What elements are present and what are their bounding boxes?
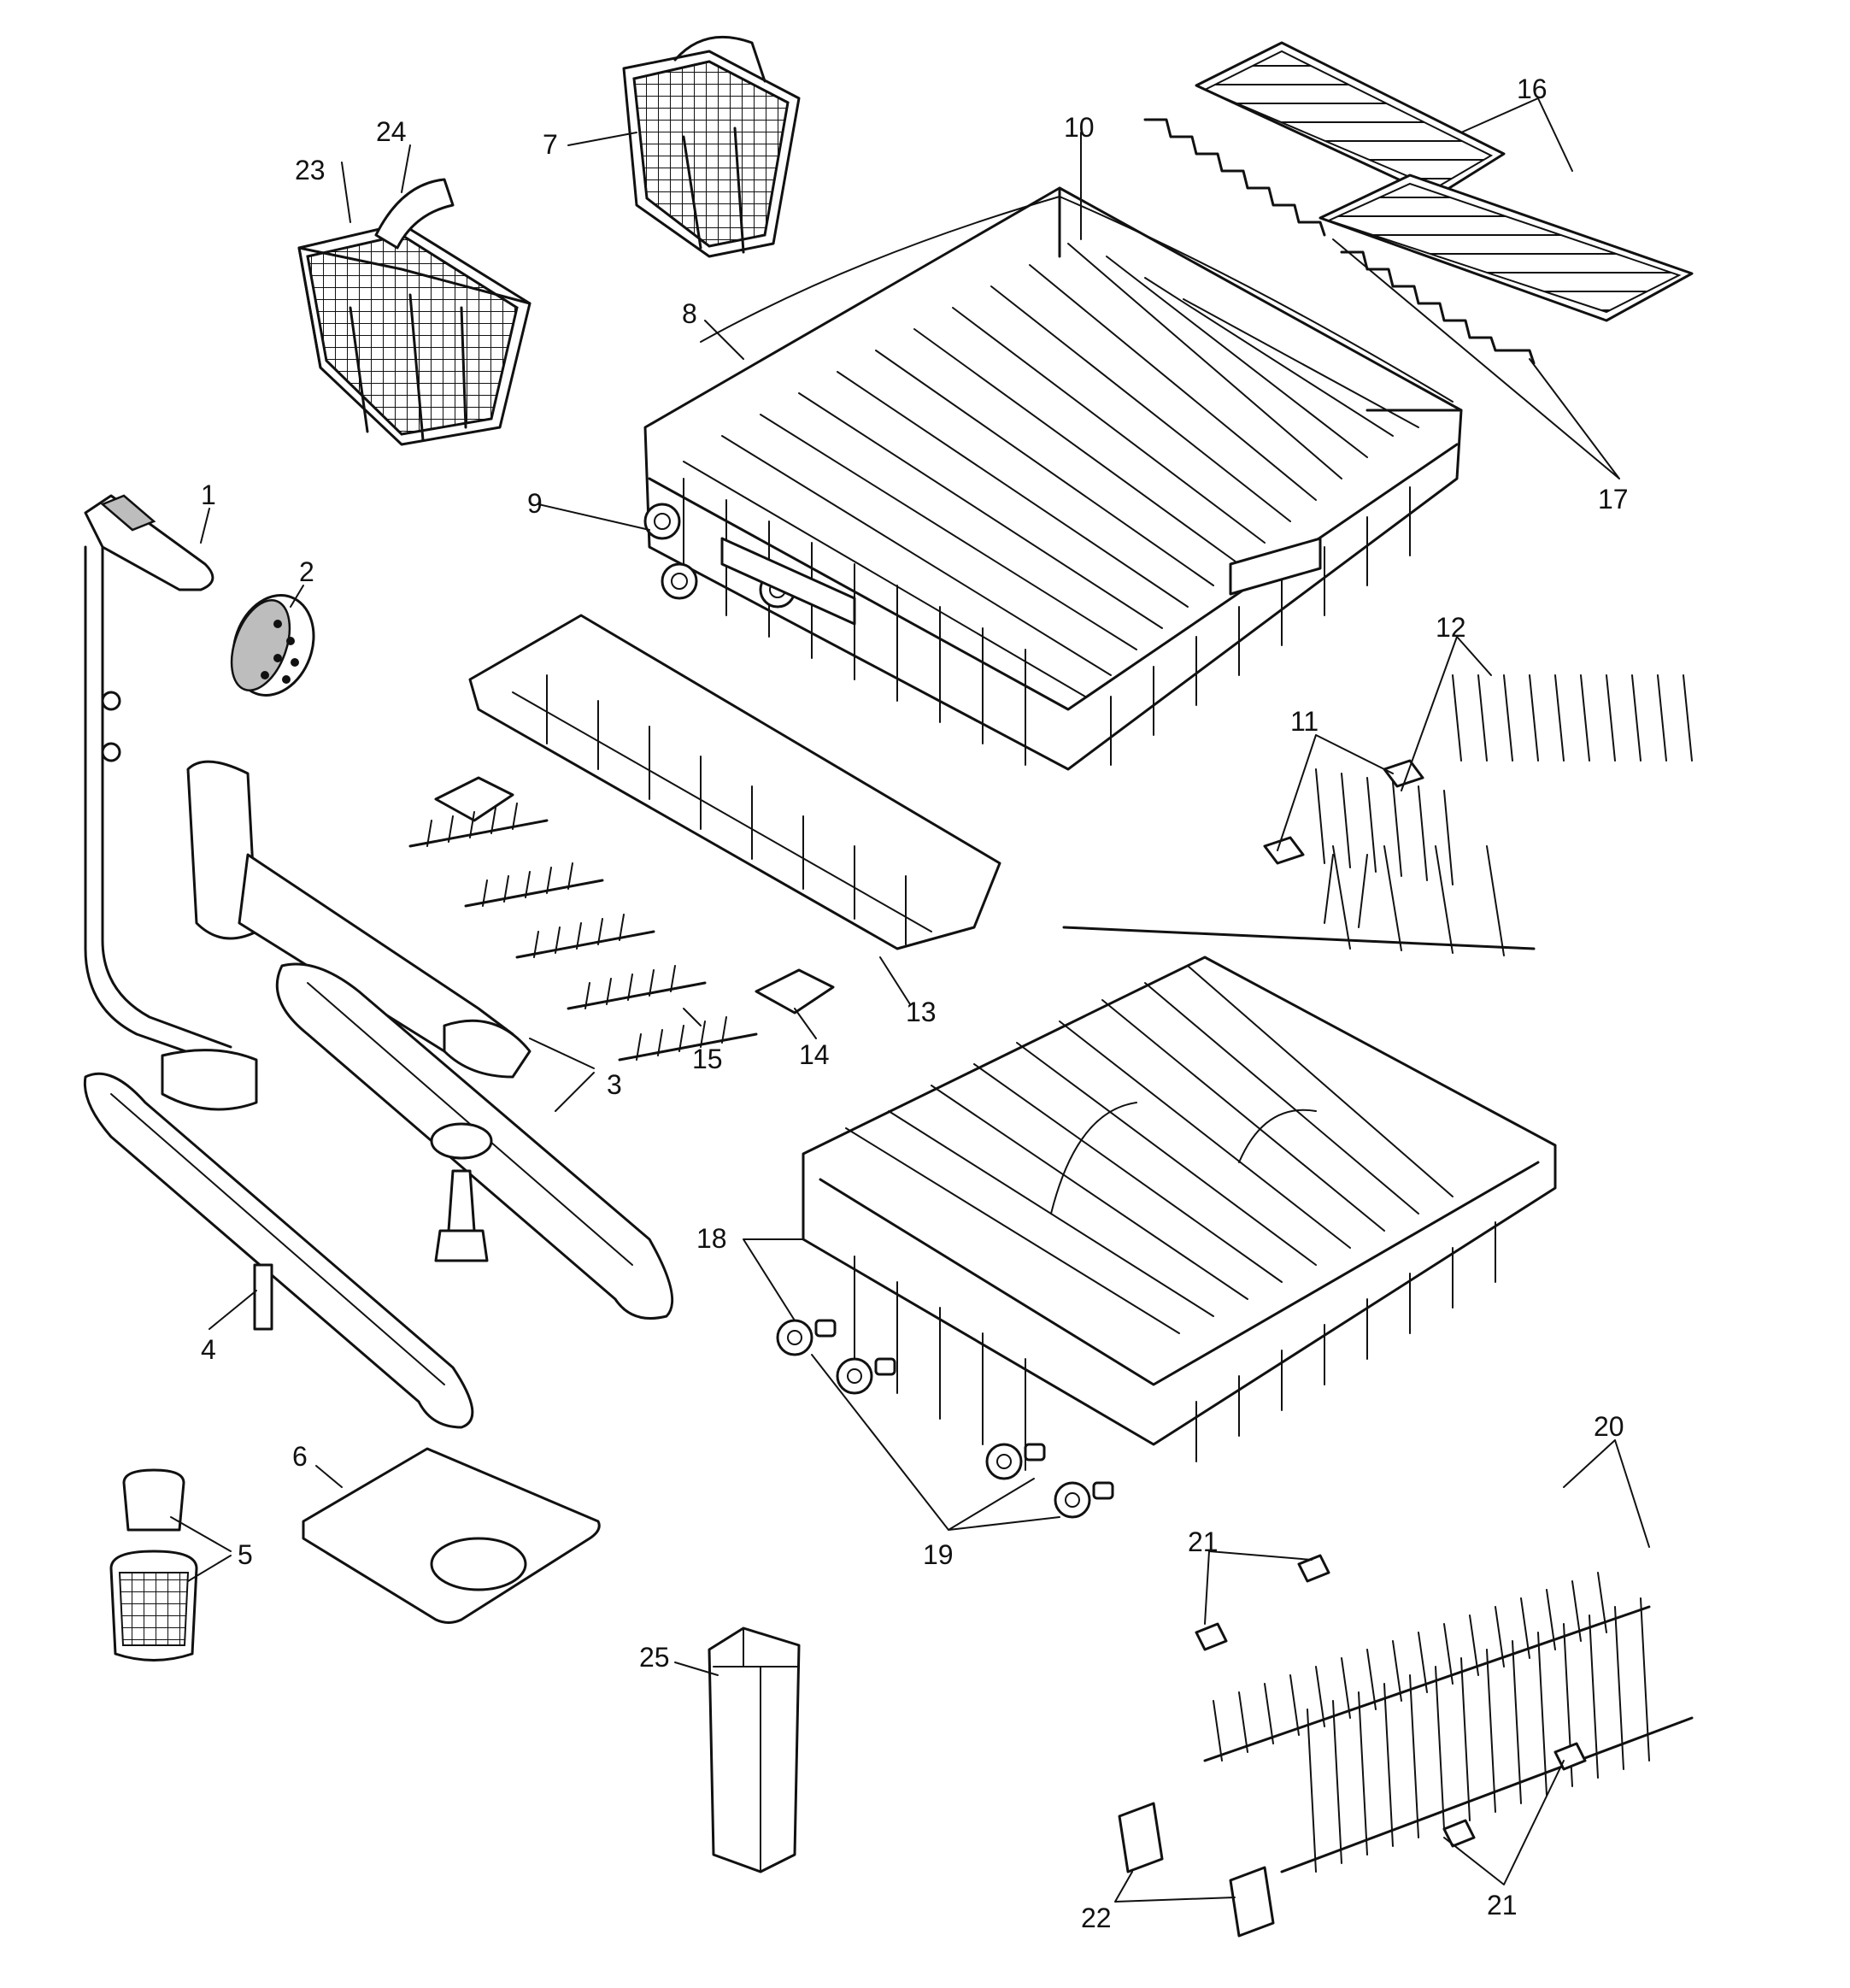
- middle-spray-arm-manifold: [186, 760, 532, 1079]
- callout-13: 13: [906, 997, 937, 1027]
- callout-2: 2: [299, 556, 314, 587]
- callout-19: 19: [923, 1539, 954, 1570]
- callout-21-upper: 21: [1188, 1526, 1219, 1557]
- silverware-basket: [297, 178, 532, 446]
- filter-disc: [230, 594, 315, 697]
- callout-6: 6: [292, 1441, 308, 1472]
- callout-3: 3: [607, 1069, 622, 1100]
- rack-wheels: [776, 1319, 1091, 1519]
- comb-rows: [408, 803, 758, 1062]
- cup-shelf: [468, 614, 1001, 950]
- upper-rack: [643, 186, 1463, 771]
- wheel-axles: [814, 1319, 1114, 1500]
- sump-plate: [302, 1447, 601, 1624]
- tine-clips: [1195, 1554, 1587, 1848]
- callout-16: 16: [1517, 74, 1548, 104]
- small-silverware-basket: [622, 35, 801, 258]
- callout-5: 5: [238, 1539, 253, 1570]
- lower-rack: [802, 956, 1557, 1471]
- callout-17: 17: [1598, 484, 1629, 515]
- callout-15: 15: [692, 1044, 723, 1074]
- supply-tube: [84, 494, 258, 1111]
- callout-10: 10: [1064, 112, 1095, 143]
- tine-strips: [1143, 118, 1536, 365]
- callout-labels: 1 2 3 4 5 6 7 8 9 10 11 12 13 14 15 16 1…: [201, 74, 1629, 1933]
- callout-23: 23: [295, 155, 326, 185]
- callout-7: 7: [543, 129, 558, 160]
- tine-brackets: [1118, 1802, 1275, 1938]
- callout-8: 8: [682, 298, 697, 329]
- callout-1: 1: [201, 479, 216, 510]
- callout-24: 24: [376, 116, 407, 147]
- square-column: [708, 1626, 801, 1873]
- fold-down-tines-lower: [1203, 1572, 1694, 1873]
- callout-12: 12: [1436, 612, 1466, 643]
- callout-18: 18: [696, 1223, 727, 1254]
- cup-shelf-clip: [434, 776, 835, 1015]
- callout-11: 11: [1290, 706, 1318, 737]
- callout-22: 22: [1081, 1903, 1112, 1933]
- callout-25: 25: [639, 1642, 670, 1673]
- leader-lines: [170, 97, 1650, 1903]
- callout-14: 14: [799, 1039, 830, 1070]
- filter-assembly: [109, 1468, 198, 1662]
- fold-down-tines-upper: [1062, 674, 1693, 956]
- upper-clip-rows: [1195, 41, 1694, 322]
- callout-20: 20: [1594, 1411, 1624, 1442]
- callout-4: 4: [201, 1334, 216, 1365]
- callout-9: 9: [527, 488, 543, 519]
- upper-spray-arm: [83, 1072, 474, 1429]
- lower-spray-arm: [275, 962, 674, 1320]
- callout-21-lower: 21: [1487, 1890, 1518, 1920]
